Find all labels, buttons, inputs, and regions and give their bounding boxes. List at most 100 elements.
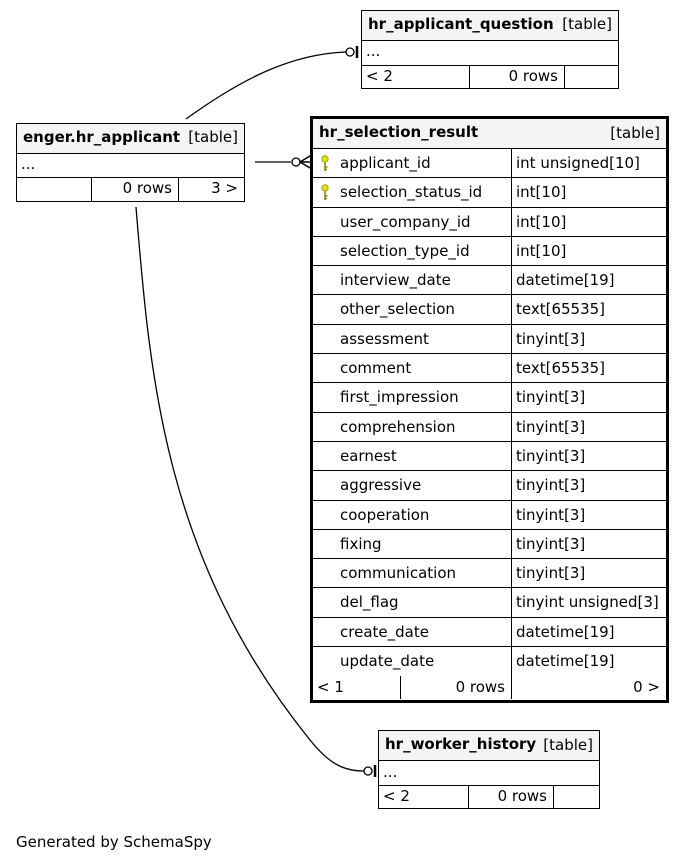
table-footer: < 2 0 rows (379, 786, 599, 808)
column-name[interactable]: cooperation (313, 500, 512, 529)
column-type: tinyint[3] (516, 534, 586, 553)
table-kind: [table] (543, 736, 593, 754)
column-type: tinyint[3] (516, 446, 586, 465)
table-header[interactable]: hr_worker_history [table] (379, 731, 599, 761)
footer-children[interactable]: 3 > (211, 179, 238, 197)
column-type: tinyint[3] (516, 476, 586, 495)
table-header[interactable]: hr_applicant_question [table] (362, 11, 618, 41)
column-type: datetime[19] (516, 622, 615, 641)
footer-children[interactable]: 0 > (633, 678, 660, 697)
column-name[interactable]: communication (313, 559, 512, 588)
ellipsis-row: ... (17, 154, 244, 178)
edge-question-zero-marker (345, 47, 355, 57)
table-kind: [table] (188, 128, 238, 146)
primary-key-icon (321, 155, 329, 171)
edge-history-zero-marker (363, 766, 373, 776)
column-name[interactable]: first_impression (313, 383, 512, 412)
ellipsis: ... (383, 763, 398, 781)
column-type: text[65535] (516, 300, 606, 319)
edge-result-zero-marker (291, 157, 301, 167)
table-kind: [table] (562, 15, 612, 33)
column-type: int unsigned[10] (516, 154, 640, 172)
column-name[interactable]: user_company_id (313, 207, 512, 236)
ellipsis: ... (366, 42, 381, 60)
column-type: tinyint[3] (516, 388, 586, 407)
column-name[interactable]: aggressive (313, 471, 512, 500)
footer-children[interactable] (565, 66, 618, 88)
table-name[interactable]: enger.hr_applicant (23, 128, 181, 146)
column-type: int[10] (516, 212, 567, 231)
footer-parents[interactable] (17, 178, 92, 201)
generated-by-text: Generated by SchemaSpy (16, 833, 212, 851)
column-type: tinyint unsigned[3] (516, 593, 659, 612)
column-type: int[10] (516, 183, 567, 202)
column-name[interactable]: create_date (313, 617, 512, 647)
footer-rows: 0 rows (92, 178, 179, 201)
column-name[interactable]: comment (313, 354, 512, 383)
edge-applicant-question (185, 51, 347, 120)
column-type: datetime[19] (516, 271, 615, 290)
table-name[interactable]: hr_worker_history (385, 735, 537, 753)
table-header[interactable]: hr_selection_result [table] (313, 119, 666, 149)
column-type: int[10] (516, 241, 567, 260)
column-name[interactable]: fixing (313, 529, 512, 559)
column-type: tinyint[3] (516, 505, 586, 524)
ellipsis-row: ... (379, 761, 599, 786)
footer-parents[interactable]: < 1 (313, 676, 401, 700)
column-name[interactable]: applicant_id (313, 149, 512, 178)
footer-children[interactable] (554, 786, 599, 808)
column-name[interactable]: update_date (313, 647, 512, 677)
footer-parents[interactable]: < 2 (379, 786, 469, 808)
footer-rows: 0 rows (470, 66, 565, 88)
ellipsis: ... (21, 155, 36, 173)
column-name[interactable]: interview_date (313, 266, 512, 295)
table-enger-hr-applicant[interactable]: enger.hr_applicant [table] ... 0 rows 3 … (16, 123, 245, 202)
footer-parents[interactable]: < 2 (362, 66, 470, 88)
column-name[interactable]: del_flag (313, 588, 512, 617)
primary-key-icon (321, 184, 329, 201)
table-name[interactable]: hr_applicant_question (368, 15, 554, 33)
column-name[interactable]: comprehension (313, 412, 512, 441)
table-footer: < 2 0 rows (362, 66, 618, 88)
column-name[interactable]: earnest (313, 441, 512, 471)
column-type: datetime[19] (516, 652, 615, 671)
column-type: text[65535] (516, 359, 606, 378)
table-name[interactable]: hr_selection_result (319, 123, 479, 141)
table-footer: 0 rows 3 > (17, 178, 244, 201)
column-type: tinyint[3] (516, 417, 586, 436)
column-type: tinyint[3] (516, 564, 586, 583)
table-kind: [table] (610, 124, 660, 142)
table-hr-applicant-question[interactable]: hr_applicant_question [table] ... < 2 0 … (361, 10, 619, 89)
column-type: tinyint[3] (516, 329, 586, 348)
column-name[interactable]: selection_type_id (313, 236, 512, 266)
table-hr-worker-history[interactable]: hr_worker_history [table] ... < 2 0 rows (378, 730, 600, 809)
table-hr-selection-result[interactable]: hr_selection_result [table] applicant_id… (310, 116, 669, 703)
column-name[interactable]: assessment (313, 324, 512, 354)
column-name[interactable]: other_selection (313, 295, 512, 324)
footer-rows: 0 rows (401, 676, 512, 700)
ellipsis-row: ... (362, 41, 618, 66)
column-name[interactable]: selection_status_id (313, 178, 512, 207)
edge-applicant-history (135, 206, 365, 772)
table-header[interactable]: enger.hr_applicant [table] (17, 124, 244, 154)
